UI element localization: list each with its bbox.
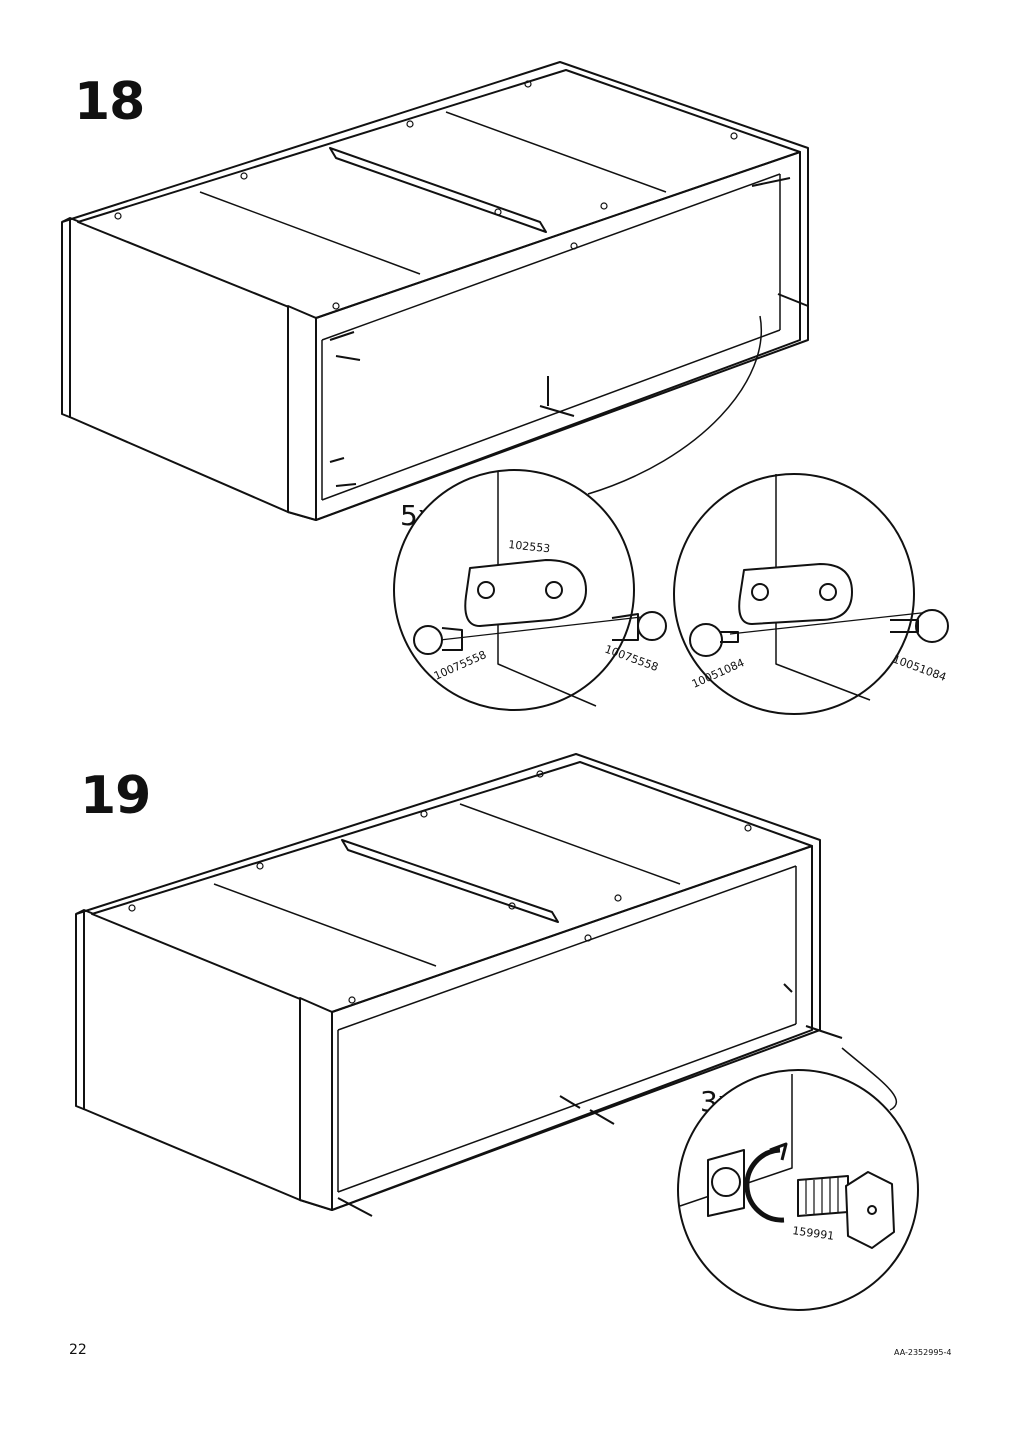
step-18-cabinet [61, 61, 809, 521]
document-id: AA-2352995-4 [894, 1348, 952, 1357]
step-18-number: 18 [74, 72, 145, 132]
part-label-pin-right: 10051084 [891, 653, 948, 684]
step-19-number: 19 [80, 766, 151, 826]
step-19-detail-foot [677, 1047, 919, 1311]
part-label-foot: 159991 [792, 1224, 835, 1243]
part-label-bracket: 102553 [508, 538, 551, 555]
step-18-detail-screws [393, 469, 667, 711]
step-18-detail-pins [673, 473, 949, 715]
step-19-cabinet [75, 753, 843, 1217]
page-number: 22 [69, 1342, 87, 1358]
